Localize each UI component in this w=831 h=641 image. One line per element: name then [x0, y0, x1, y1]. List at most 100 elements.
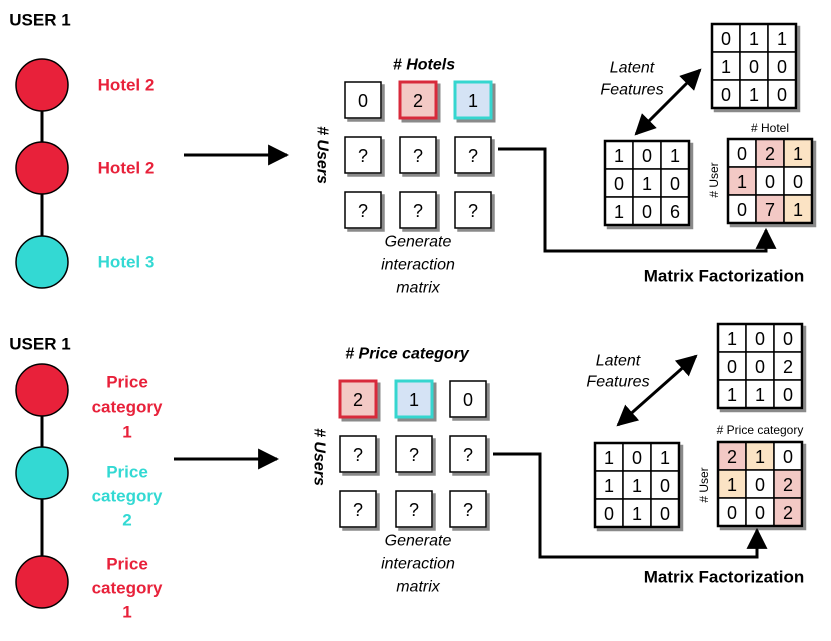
result-matrix-value: 0 [755, 475, 765, 495]
result-matrix-value: 1 [793, 144, 803, 164]
unknown-cell [449, 435, 487, 473]
matrix-factorization-label: Matrix Factorization [644, 267, 805, 286]
user-factor-matrix-cell [622, 498, 652, 528]
unknown-cell [344, 191, 382, 229]
item-factor-matrix-value: 1 [727, 385, 737, 405]
interaction-node-label: Price [106, 463, 148, 482]
matrix-row-title: # Users [314, 126, 331, 184]
item-factor-matrix-value: 0 [721, 85, 731, 105]
result-matrix-value: 2 [783, 503, 793, 523]
result-matrix-value: 0 [755, 503, 765, 523]
interaction-cell-cyan-value: 1 [468, 91, 478, 111]
user-factor-matrix-value: 0 [660, 476, 670, 496]
unknown-cell [449, 490, 487, 528]
unknown-cell-value: ? [353, 445, 363, 465]
interaction-node-label: 1 [122, 603, 131, 622]
unknown-cell [395, 490, 433, 528]
result-matrix [726, 137, 814, 225]
user-factor-matrix-cell [604, 196, 634, 226]
item-factor-matrix-border [716, 322, 804, 410]
unknown-cell-value: ? [468, 146, 478, 166]
user-factor-matrix-cell [622, 470, 652, 500]
result-matrix-value: 2 [783, 475, 793, 495]
unknown-cell [399, 191, 437, 229]
interaction-node-label: Hotel 2 [98, 159, 155, 178]
item-factor-matrix-value: 0 [721, 29, 731, 49]
interaction-cell-cyan-value: 1 [409, 390, 419, 410]
result-matrix-value: 1 [793, 200, 803, 220]
result-matrix [716, 440, 804, 528]
result-matrix-value: 2 [727, 447, 737, 467]
interaction-cell-plain-value: 0 [463, 390, 473, 410]
generate-matrix-label: interaction [381, 556, 455, 573]
item-factor-matrix-value: 0 [727, 357, 737, 377]
generate-matrix-label: interaction [381, 257, 455, 274]
user-factor-matrix-value: 0 [660, 504, 670, 524]
unknown-cell-value: ? [358, 201, 368, 221]
unknown-cell-value: ? [413, 201, 423, 221]
unknown-cell-value: ? [409, 500, 419, 520]
factorization-arrow [493, 452, 768, 559]
user-factor-matrix-value: 0 [642, 146, 652, 166]
latent-features-label: Features [586, 374, 649, 391]
result-column-label: # Hotel [751, 121, 789, 135]
user-factor-matrix-cell [650, 470, 680, 500]
user-factor-matrix [603, 139, 691, 227]
unknown-cell [454, 136, 492, 174]
item-factor-matrix-cell [745, 351, 775, 381]
interaction-node-label: category [92, 579, 163, 598]
result-matrix-value: 0 [793, 172, 803, 192]
item-factor-matrix-value: 1 [721, 57, 731, 77]
matrix-factorization-label: Matrix Factorization [644, 568, 805, 587]
user-factor-matrix-cell [660, 140, 690, 170]
result-column-label: # Price category [717, 423, 804, 437]
user-factor-matrix-value: 0 [642, 202, 652, 222]
user-factor-matrix-border [593, 441, 681, 529]
result-matrix-cell [717, 469, 747, 499]
item-factor-matrix-value: 0 [783, 329, 793, 349]
result-matrix-cell [745, 469, 775, 499]
unknown-cell [339, 435, 377, 473]
interaction-cell-cyan [453, 80, 493, 120]
factorization-arrow [498, 147, 777, 253]
interaction-cell-red-value: 2 [413, 91, 423, 111]
interaction-cell-red [398, 80, 438, 120]
result-matrix-border [716, 440, 804, 528]
result-matrix-value: 1 [727, 475, 737, 495]
unknown-cell-value: ? [463, 445, 473, 465]
unknown-cell-value: ? [413, 146, 423, 166]
user-factor-matrix-value: 1 [614, 202, 624, 222]
user-factor-matrix-value: 1 [642, 174, 652, 194]
generate-matrix-label: Generate [385, 533, 452, 550]
item-factor-matrix-value: 0 [755, 357, 765, 377]
generate-matrix-label: matrix [396, 579, 441, 596]
user-label: USER 1 [9, 11, 70, 30]
interaction-node-red [15, 555, 69, 609]
user-factor-matrix-value: 1 [632, 476, 642, 496]
interaction-cell-red-value: 2 [353, 390, 363, 410]
unknown-cell-value: ? [463, 500, 473, 520]
item-factor-matrix-border [710, 22, 798, 110]
interaction-node-label: 2 [122, 511, 131, 530]
interaction-node-label: Hotel 3 [98, 253, 155, 272]
item-factor-matrix-value: 1 [777, 29, 787, 49]
result-matrix-value: 0 [765, 172, 775, 192]
user-factor-matrix-value: 0 [604, 504, 614, 524]
interaction-node-red [15, 141, 69, 195]
item-factor-matrix-value: 2 [783, 357, 793, 377]
interaction-node-red [15, 363, 69, 417]
user-factor-matrix-cell [660, 196, 690, 226]
user-label: USER 1 [9, 335, 70, 354]
interaction-node-label: 1 [122, 423, 131, 442]
item-factor-matrix [716, 322, 804, 410]
interaction-cell-plain [449, 380, 487, 418]
interaction-node-label: Price [106, 555, 148, 574]
result-matrix-value: 0 [727, 503, 737, 523]
user-factor-matrix-value: 0 [670, 174, 680, 194]
item-factor-matrix-value: 0 [783, 385, 793, 405]
latent-features-label: Features [600, 82, 663, 99]
unknown-cell [395, 435, 433, 473]
item-factor-matrix-value: 0 [777, 85, 787, 105]
user-factor-matrix-value: 1 [660, 448, 670, 468]
